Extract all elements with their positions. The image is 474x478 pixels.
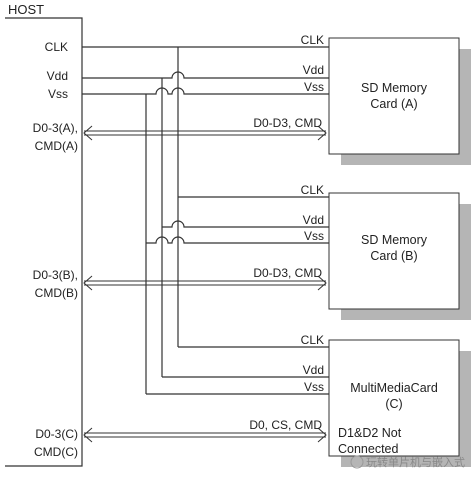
card-a-vdd-label: Vdd	[303, 63, 324, 77]
data-bus-a	[83, 125, 327, 141]
vdd-wire-a	[82, 71, 329, 79]
watermark: 玩转单片机与嵌入式	[350, 455, 465, 469]
card-a-name-line1: SD Memory	[361, 81, 428, 95]
card-b-power-clock-wires	[146, 196, 329, 244]
card-c-power-clock-wires	[146, 346, 329, 395]
card-b-pin-labels: CLK Vdd Vss D0-D3, CMD	[253, 183, 324, 280]
bus-b-arrow-right	[317, 275, 327, 291]
card-c: MultiMediaCard (C) D1&D2 Not Connected	[328, 339, 471, 467]
bus-a-arrow-right	[317, 125, 327, 141]
card-c-vss-label: Vss	[304, 380, 324, 394]
bus-c-arrow-right	[317, 427, 327, 443]
card-c-name-line3: D1&D2 Not	[338, 426, 402, 440]
host-bus-a-label-1: D0-3(A),	[33, 121, 78, 135]
card-c-clk-label: CLK	[301, 333, 324, 347]
card-a-vss-label: Vss	[304, 80, 324, 94]
watermark-text: 玩转单片机与嵌入式	[366, 455, 465, 469]
card-a-pin-labels: CLK Vdd Vss D0-D3, CMD	[253, 33, 324, 130]
card-c-pin-labels: CLK Vdd Vss D0, CS, CMD	[249, 333, 324, 432]
host-pin-labels: CLK Vdd Vss D0-3(A), CMD(A) D0-3(B), CMD…	[33, 40, 78, 459]
host-title: HOST	[8, 2, 44, 17]
card-a-power-clock-wires	[82, 46, 329, 95]
card-b-vdd-label: Vdd	[303, 213, 324, 227]
bus-b-arrow-left	[83, 275, 93, 291]
card-a-box	[328, 37, 460, 155]
data-bus-b	[83, 275, 327, 291]
watermark-logo-icon	[350, 455, 364, 469]
card-c-name-line4: Connected	[338, 442, 399, 456]
host-bus-a-label-2: CMD(A)	[35, 139, 78, 153]
host-box-outline	[5, 17, 83, 467]
vdd-wire-b	[162, 220, 329, 228]
host-bus-b-label-1: D0-3(B),	[33, 268, 78, 282]
card-b-vss-label: Vss	[304, 229, 324, 243]
card-b-name-line1: SD Memory	[361, 233, 428, 247]
host-bus-c-label-1: D0-3(C)	[35, 427, 78, 441]
card-b: SD Memory Card (B)	[328, 192, 471, 320]
data-bus-c	[83, 427, 327, 443]
card-b-name-line2: Card (B)	[370, 249, 417, 263]
distribution-verticals	[145, 47, 179, 394]
vss-wire-a	[82, 87, 329, 95]
bus-c-arrow-left	[83, 427, 93, 443]
host-bus-c-label-2: CMD(C)	[34, 445, 78, 459]
card-c-box	[328, 339, 460, 457]
card-a-clk-label: CLK	[301, 33, 324, 47]
card-b-bus-label: D0-D3, CMD	[253, 266, 322, 280]
card-c-name-line2: (C)	[385, 397, 402, 411]
host-bus-b-label-2: CMD(B)	[35, 286, 78, 300]
card-c-bus-label: D0, CS, CMD	[249, 418, 322, 432]
card-b-box	[328, 192, 460, 310]
host-clk-label: CLK	[45, 40, 68, 54]
bus-a-arrow-left	[83, 125, 93, 141]
vss-wire-b	[146, 236, 329, 244]
card-c-vdd-label: Vdd	[303, 363, 324, 377]
card-a: SD Memory Card (A)	[328, 37, 471, 165]
host-vdd-label: Vdd	[47, 69, 68, 83]
card-c-name-line1: MultiMediaCard	[350, 381, 438, 395]
card-b-clk-label: CLK	[301, 183, 324, 197]
card-a-bus-label: D0-D3, CMD	[253, 116, 322, 130]
card-a-name-line2: Card (A)	[370, 97, 417, 111]
host-block: HOST	[5, 2, 83, 467]
host-vss-label: Vss	[48, 87, 68, 101]
